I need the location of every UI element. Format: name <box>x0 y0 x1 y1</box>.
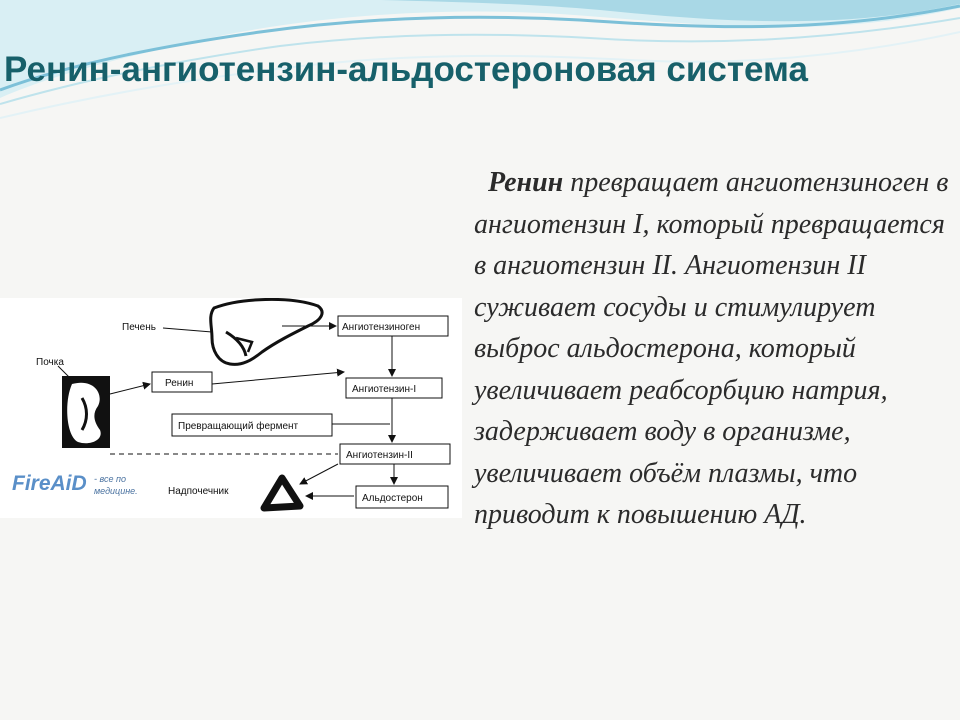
slide-title: Ренин-ангиотензин-альдостероновая систем… <box>4 50 808 89</box>
angiotensinogen-box: Ангиотензиноген <box>337 315 449 337</box>
explanation-text: Ренин превращает ангиотензиноген в ангио… <box>474 162 954 536</box>
explanation-lead: Ренин <box>488 167 564 198</box>
angiotensin1-box: Ангиотензин-I <box>345 377 443 399</box>
angiotensin1-box-label: Ангиотензин-I <box>352 384 416 395</box>
ace-box: Превращающий фермент <box>171 413 333 437</box>
diagram-arrows <box>109 322 398 500</box>
liver-icon <box>209 298 324 366</box>
liver-label: Печень <box>122 322 156 333</box>
renin-box: Ренин <box>151 371 213 393</box>
watermark-tagline-2: медицине. <box>94 486 138 496</box>
watermark-brand: FireAiD <box>12 472 87 495</box>
explanation-body: превращает ангиотензиноген в ангиотензин… <box>474 167 949 530</box>
adrenal-label: Надпочечник <box>168 486 229 497</box>
kidney-icon <box>62 376 110 448</box>
angiotensin2-box-label: Ангиотензин-II <box>346 450 413 461</box>
aldosterone-box-label: Альдостерон <box>362 493 423 504</box>
renin-box-label: Ренин <box>165 378 193 389</box>
fireaid-watermark: FireAiD - все по медицине. <box>12 472 138 496</box>
kidney-label: Почка <box>36 357 64 368</box>
angiotensin2-box: Ангиотензин-II <box>339 443 451 465</box>
watermark-tagline-1: - все по <box>94 474 126 484</box>
header-wave-decoration <box>0 0 960 119</box>
raas-diagram-svg: Печень Почка Надпочечник Ренин Превращаю… <box>12 298 451 512</box>
ace-box-label: Превращающий фермент <box>178 420 299 432</box>
aldosterone-box: Альдостерон <box>355 485 449 509</box>
adrenal-icon <box>260 474 304 512</box>
raas-diagram: Печень Почка Надпочечник Ренин Превращаю… <box>0 298 462 518</box>
angiotensinogen-box-label: Ангиотензиноген <box>342 322 420 333</box>
